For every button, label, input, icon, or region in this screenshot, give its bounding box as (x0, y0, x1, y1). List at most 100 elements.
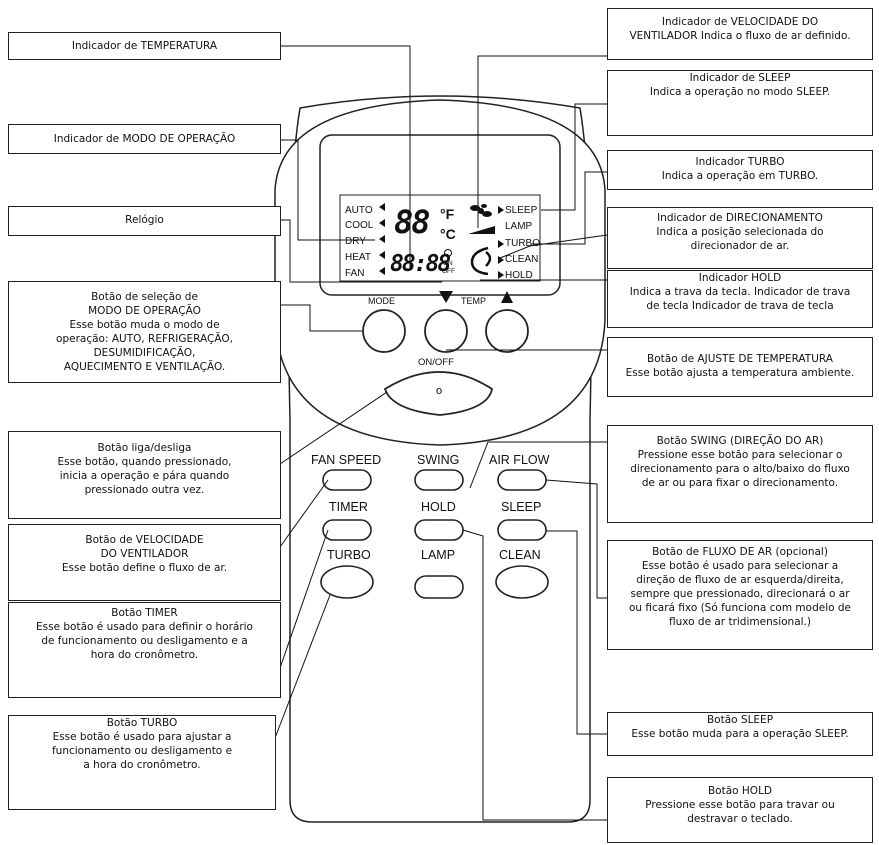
callout-text: Botão de seleção de (91, 291, 198, 303)
callout-text: direção de fluxo de ar esquerda/direita, (636, 574, 844, 586)
status-lamp-label: LAMP (505, 221, 533, 232)
status-clean-label: CLEAN (505, 254, 539, 265)
mode-cool-label: COOL (345, 220, 374, 231)
callout-text: Botão liga/desliga (97, 442, 192, 454)
status-turbo-label: TURBO (505, 238, 540, 249)
callout-sleep-button: Botão SLEEP Esse botão muda para a opera… (607, 712, 873, 756)
callout-text: inicia a operação e pára quando (59, 470, 230, 482)
callout-power-button: Botão liga/desliga Esse botão, quando pr… (8, 431, 281, 519)
temp-button-label: TEMP (461, 296, 487, 306)
callout-timer-button: Botão TIMER Esse botão é usado para defi… (8, 602, 281, 698)
mode-heat-label: HEAT (345, 252, 371, 263)
callout-text: Pressione esse botão para travar ou (645, 799, 835, 811)
callout-text: AQUECIMENTO E VENTILAÇÃO. (63, 361, 226, 373)
callout-text: Pressione esse botão para selecionar o (637, 449, 843, 461)
callout-fan-speed-button: Botão de VELOCIDADE DO VENTILADOR Esse b… (8, 524, 281, 601)
leader-direction-indicator (499, 234, 608, 259)
callout-mode-indicator: Indicador de MODO DE OPERAÇÃO (8, 124, 281, 154)
callout-text: Indicador de TEMPERATURA (71, 40, 218, 52)
callout-fan-speed-indicator: Indicador de VELOCIDADE DO VENTILADOR In… (607, 8, 873, 60)
air-direction-icon (470, 246, 492, 276)
callout-text: Esse botão, quando pressionado, (57, 456, 232, 468)
callout-direction-indicator: Indicador de DIRECIONAMENTO Indica a pos… (607, 207, 873, 269)
callout-text: Indicador HOLD (698, 272, 782, 284)
callout-airflow-button: Botão de FLUXO DE AR (opcional) Esse bot… (607, 540, 873, 650)
clock-digits: 88:88 (390, 251, 451, 277)
turbo-button-label: TURBO (327, 548, 371, 562)
leader-turbo-indicator (531, 171, 607, 245)
airflow-button-shape (497, 469, 547, 491)
callout-text: de ar ou para fixar o direcionamento. (641, 477, 839, 489)
callout-text: Indicador de VELOCIDADE DO (661, 16, 819, 28)
mode-button-label: MODE (368, 296, 395, 306)
leader-clock (280, 219, 442, 283)
onoff-button-label: ON/OFF (418, 357, 454, 368)
callout-hold-indicator: Indicador HOLD Indica a trava da tecla. … (607, 270, 873, 328)
callout-text: Botão SLEEP (706, 714, 774, 726)
lamp-button-label: LAMP (421, 548, 456, 562)
callout-text: Esse botão muda para a operação SLEEP. (631, 728, 849, 740)
clean-button-label: CLEAN (499, 548, 541, 562)
callout-mode-button: Botão de seleção de MODO DE OPERAÇÃO Ess… (8, 281, 281, 383)
lamp-button-shape (414, 575, 464, 599)
callout-text: direcionador de ar. (690, 240, 790, 252)
callout-text: Indicador de DIRECIONAMENTO (657, 212, 823, 224)
callout-text: Esse botão é usado para definir o horári… (36, 621, 253, 633)
leader-mode-button (280, 304, 363, 332)
turbo-button-shape (320, 565, 374, 599)
leader-airflow-button (545, 479, 607, 599)
callout-hold-button: Botão HOLD Pressione esse botão para tra… (607, 777, 873, 843)
callout-clock: Relógio (8, 206, 281, 236)
leader-fan-speed-indicator (477, 55, 607, 228)
callout-text: Indicador de SLEEP (689, 72, 791, 84)
leader-hold-button (462, 529, 607, 821)
sleep-button-shape (497, 519, 547, 541)
callout-sleep-indicator: Indicador de SLEEP Indica a operação no … (607, 70, 873, 136)
leader-sleep-indicator (541, 103, 607, 211)
callout-text: Esse botão é usado para ajustar a (52, 731, 232, 743)
leader-power-button (279, 391, 388, 465)
timer-button-shape (322, 519, 372, 541)
display-frame (319, 134, 561, 296)
status-markers (498, 206, 504, 279)
callout-text: Indicador de MODO DE OPERAÇÃO (53, 133, 236, 145)
callout-text: Botão de VELOCIDADE (85, 534, 204, 546)
timer-on-label: ON (443, 260, 453, 267)
callout-text: Indica a trava da tecla. Indicador de tr… (629, 286, 851, 298)
callout-text: Relógio (125, 214, 164, 226)
callout-turbo-button: Botão TURBO Esse botão é usado para ajus… (8, 715, 276, 810)
swing-button-shape (414, 469, 464, 491)
callout-temperature-indicator: Indicador de TEMPERATURA (8, 32, 281, 60)
swing-button-label: SWING (417, 453, 460, 467)
timer-off-label: OFF (442, 268, 455, 275)
unit-fahrenheit: °F (440, 206, 455, 222)
callout-text: Indica a operação no modo SLEEP. (649, 86, 831, 98)
callout-text: Esse botão muda o modo de (69, 319, 220, 331)
leader-turbo-button (274, 594, 331, 739)
callout-text: operação: AUTO, REFRIGERAÇÃO, (56, 333, 233, 345)
temp-up-button-shape (485, 309, 529, 353)
callout-text: funcionamento ou desligamento e (51, 745, 233, 757)
callout-text: a hora do cronômetro. (83, 759, 201, 771)
leader-swing-button (469, 441, 607, 489)
temperature-digits: 88 (394, 203, 431, 241)
callout-text: Botão de FLUXO DE AR (opcional) (652, 546, 828, 558)
callout-text: MODO DE OPERAÇÃO (88, 305, 201, 317)
callout-text: Indicador TURBO (695, 156, 785, 168)
fan-speed-button-shape (322, 469, 372, 491)
lcd-screen (339, 194, 541, 282)
callout-text: VENTILADOR Indica o fluxo de ar definido… (629, 30, 851, 42)
callout-text: destravar o teclado. (687, 813, 793, 825)
temp-down-arrow-icon (439, 291, 453, 303)
callout-text: Botão HOLD (707, 785, 773, 797)
timer-button-label: TIMER (329, 500, 368, 514)
callout-text: de tecla Indicador de trava de tecla (646, 300, 834, 312)
callout-text: ou ficará fixo (Só funciona com modelo d… (628, 602, 851, 614)
callout-text: Esse botão define o fluxo de ar. (61, 562, 228, 574)
callout-text: Esse botão ajusta a temperatura ambiente… (625, 367, 855, 379)
clean-button-shape (495, 565, 549, 599)
temp-down-button-shape (424, 309, 468, 353)
airflow-button-label: AIR FLOW (489, 453, 550, 467)
mode-auto-label: AUTO (345, 205, 373, 216)
